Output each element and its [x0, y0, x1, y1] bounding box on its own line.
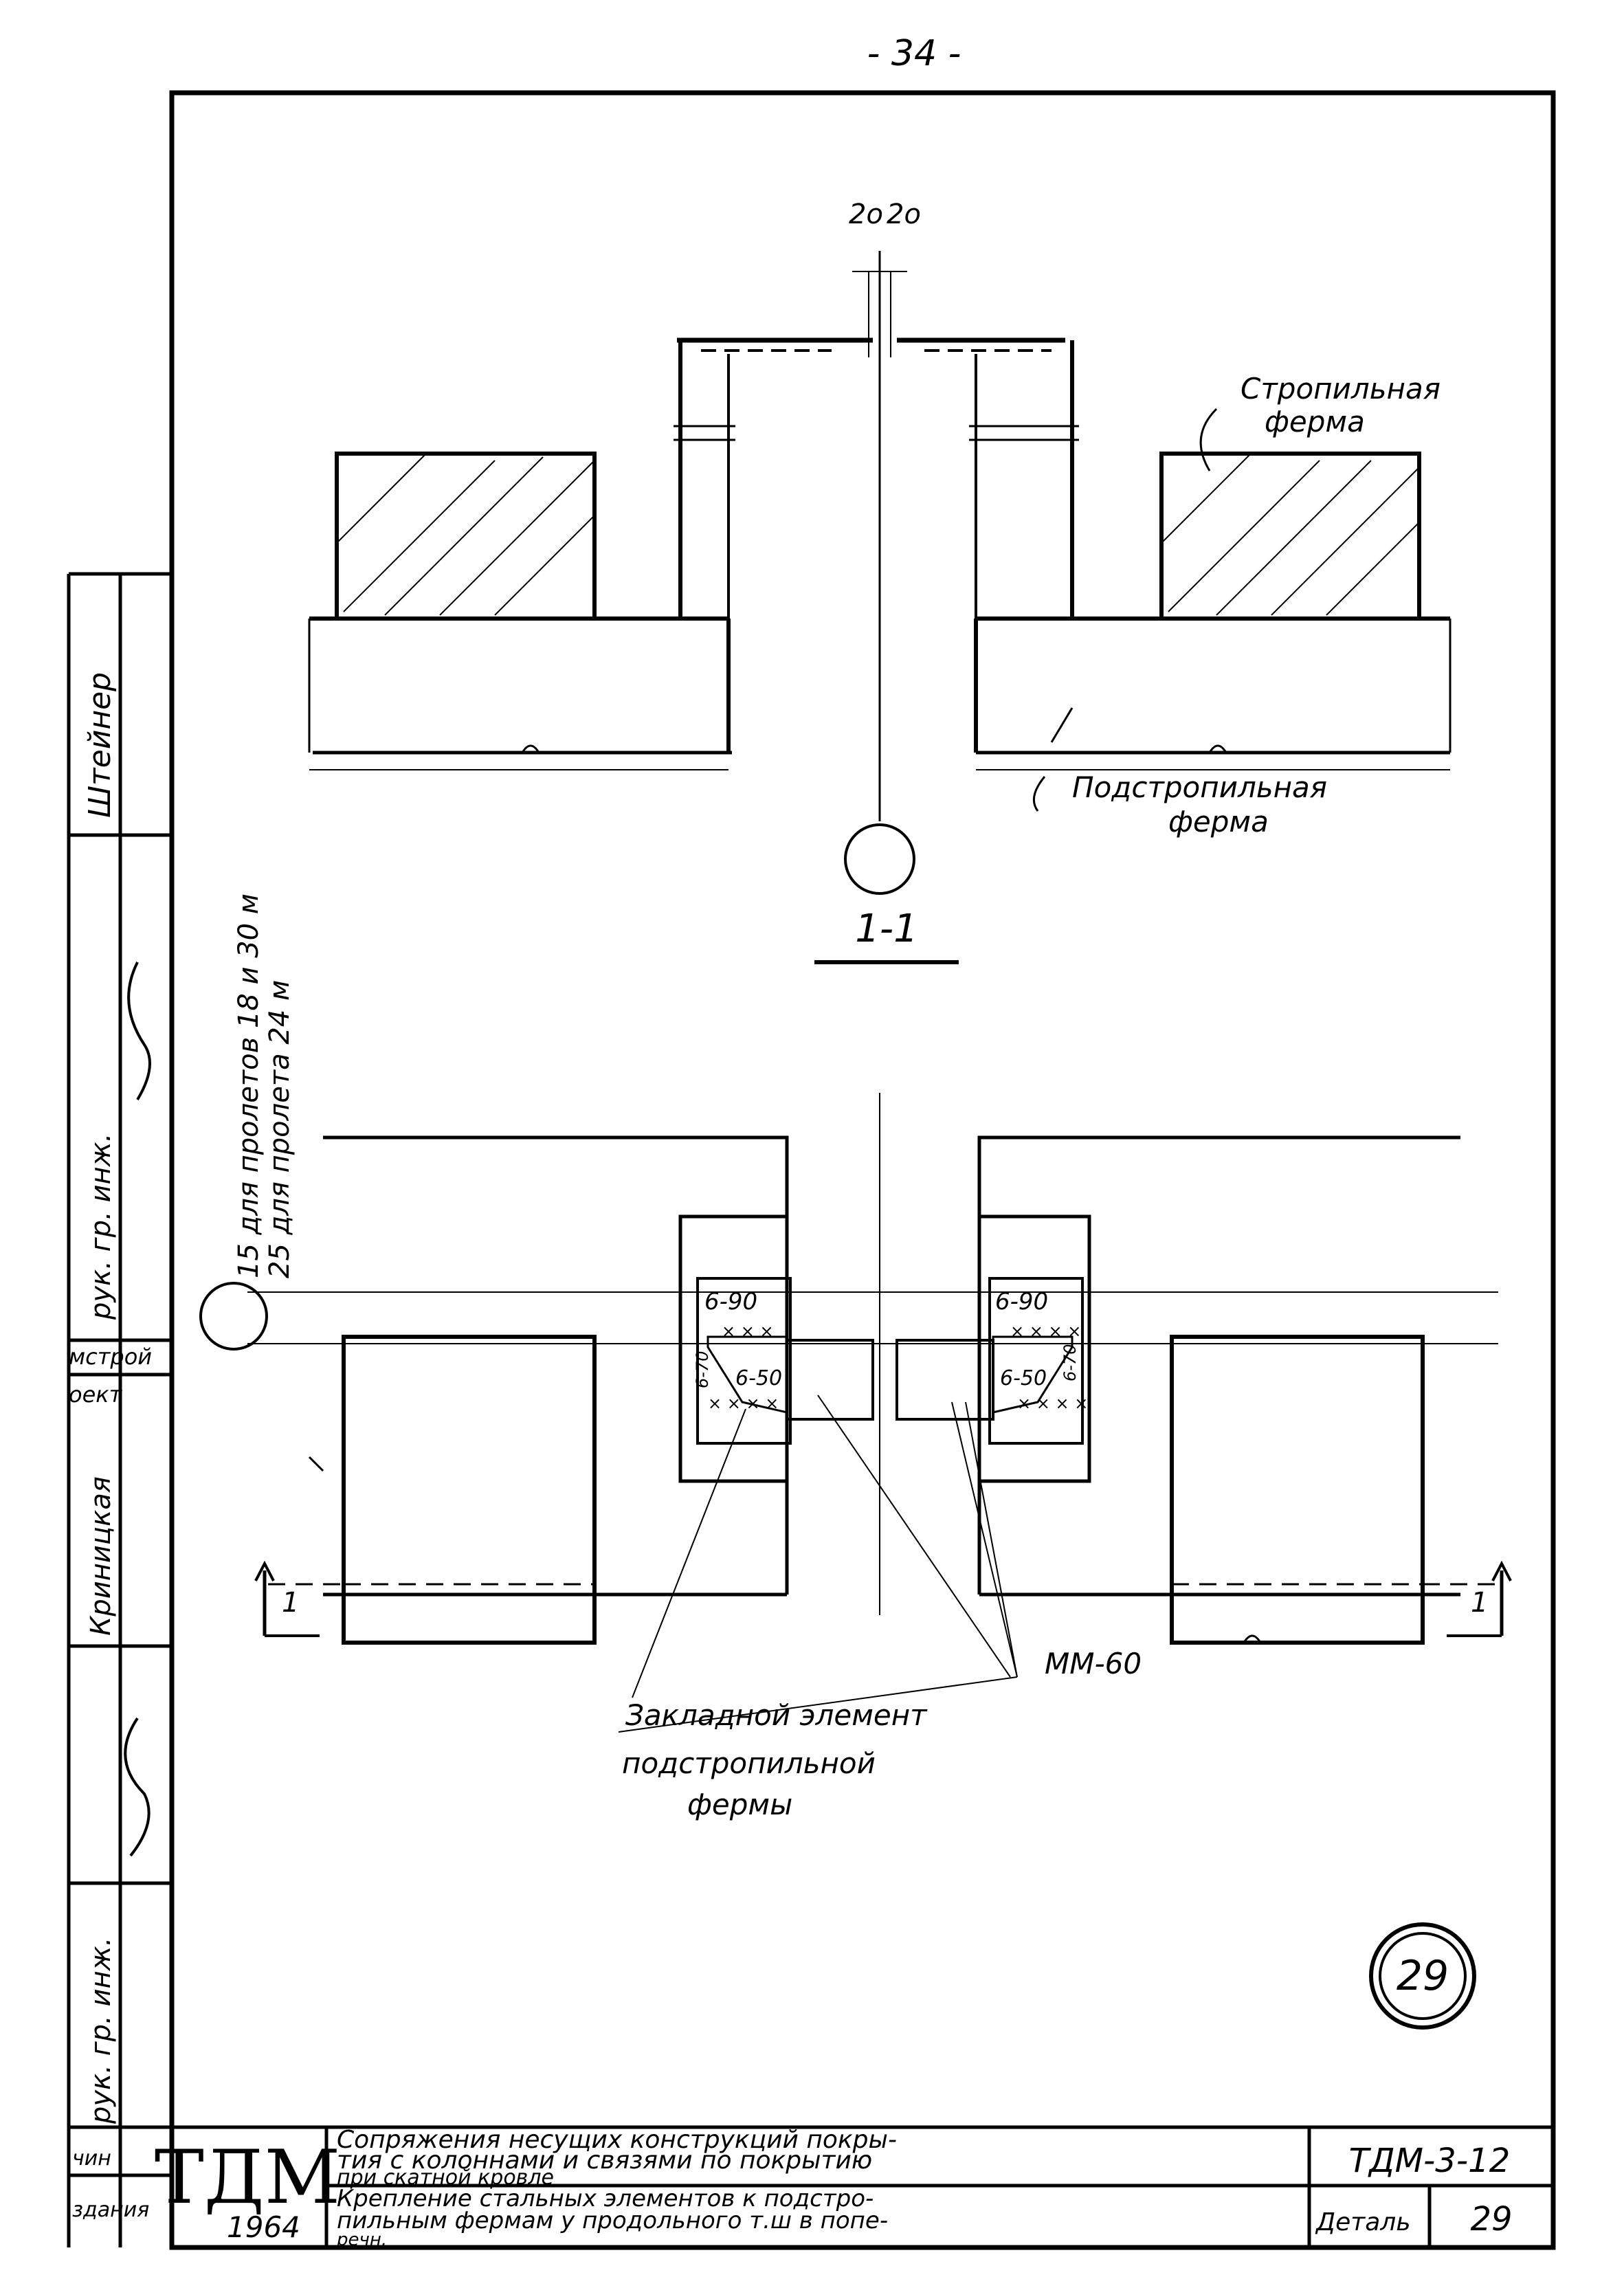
weld-mid-right: 6-70 [1060, 1344, 1080, 1381]
section-mark: 1-1 [855, 907, 917, 951]
sub-rafter-truss-label-1: Подстропильная [1072, 770, 1327, 804]
plan-view [199, 1093, 1512, 1733]
stamp-cell-3: Криницкая [85, 1476, 117, 1636]
embedded-element-label-2: подстропильной [622, 1746, 876, 1780]
sheet-frame [169, 90, 1556, 2250]
weld-marks-right-low: × × × × [1017, 1394, 1088, 1413]
stamp-org-1: мстрой [69, 1344, 152, 1370]
stamp-signature [124, 1717, 151, 1857]
dim-note-1: 15 для пролетов 18 и 30 м [233, 893, 265, 1278]
gap-left-label: 2o [849, 199, 883, 230]
rafter-truss-label-2: ферма [1265, 405, 1365, 438]
subtitle-line-3: речн. [336, 2230, 387, 2250]
sub-rafter-truss-label-2: ферма [1168, 805, 1269, 838]
title-line-1: Сопряжения несущих конструкций покры- [337, 2126, 897, 2154]
title-year: 1964 [227, 2210, 300, 2244]
gap-right-label: 2o [887, 199, 921, 230]
dim-note-2: 25 для пролета 24 м [264, 980, 296, 1278]
weld-top-left: 6-90 [704, 1288, 757, 1315]
subtitle-line-2: пильным фермам у продольного т.ш в попе- [337, 2207, 888, 2234]
detail-number-title: 29 [1470, 2200, 1512, 2239]
title-line-3: при скатной кровле [337, 2166, 554, 2190]
stamp-cell-2: рук. гр. инж. [85, 1133, 117, 1320]
page-number: - 34 - [867, 33, 961, 74]
mark-mm-label: ММ-60 [1045, 1647, 1142, 1680]
embedded-element-label-3: фермы [687, 1788, 792, 1821]
title-line-2: тия с колоннами и связями по покрытию [337, 2146, 872, 2175]
drawing-code: ТДМ-3-12 [1349, 2142, 1511, 2180]
weld-low-left: 6-50 [735, 1366, 782, 1390]
subtitle-line-1: Крепление стальных элементов к подстро- [337, 2185, 874, 2212]
stamp-cell-1: Штейнер [82, 672, 118, 818]
weld-marks-left-low: × × × × [708, 1394, 779, 1413]
weld-marks-right: × × × × [1010, 1322, 1081, 1341]
stamp-signature [127, 962, 151, 1101]
title-left-label-2: здания [72, 2198, 149, 2222]
weld-mid-left: 6-70 [693, 1351, 712, 1388]
cut-mark-right: 1 [1471, 1587, 1488, 1619]
detail-label: Деталь [1315, 2208, 1411, 2236]
stamp-org-2: оект [69, 1381, 123, 1408]
cut-mark-left: 1 [282, 1587, 299, 1619]
weld-top-right: 6-90 [995, 1288, 1048, 1315]
embedded-element-label-1: Закладной элемент [625, 1698, 928, 1732]
detail-number: 29 [1397, 1952, 1449, 2000]
stamp-cell-4: рук. гр. инж. [85, 1937, 117, 2124]
logo-tdm: ТДМ [155, 2135, 340, 2221]
rafter-truss-label-1: Стропильная [1241, 372, 1441, 406]
section-view [308, 251, 1451, 964]
weld-marks-left: × × × [722, 1322, 774, 1341]
detail-number-badge [1369, 1922, 1476, 2030]
title-block [69, 2125, 1553, 2247]
title-left-label-1: чин [72, 2146, 111, 2170]
weld-low-right: 6-50 [1000, 1366, 1047, 1390]
